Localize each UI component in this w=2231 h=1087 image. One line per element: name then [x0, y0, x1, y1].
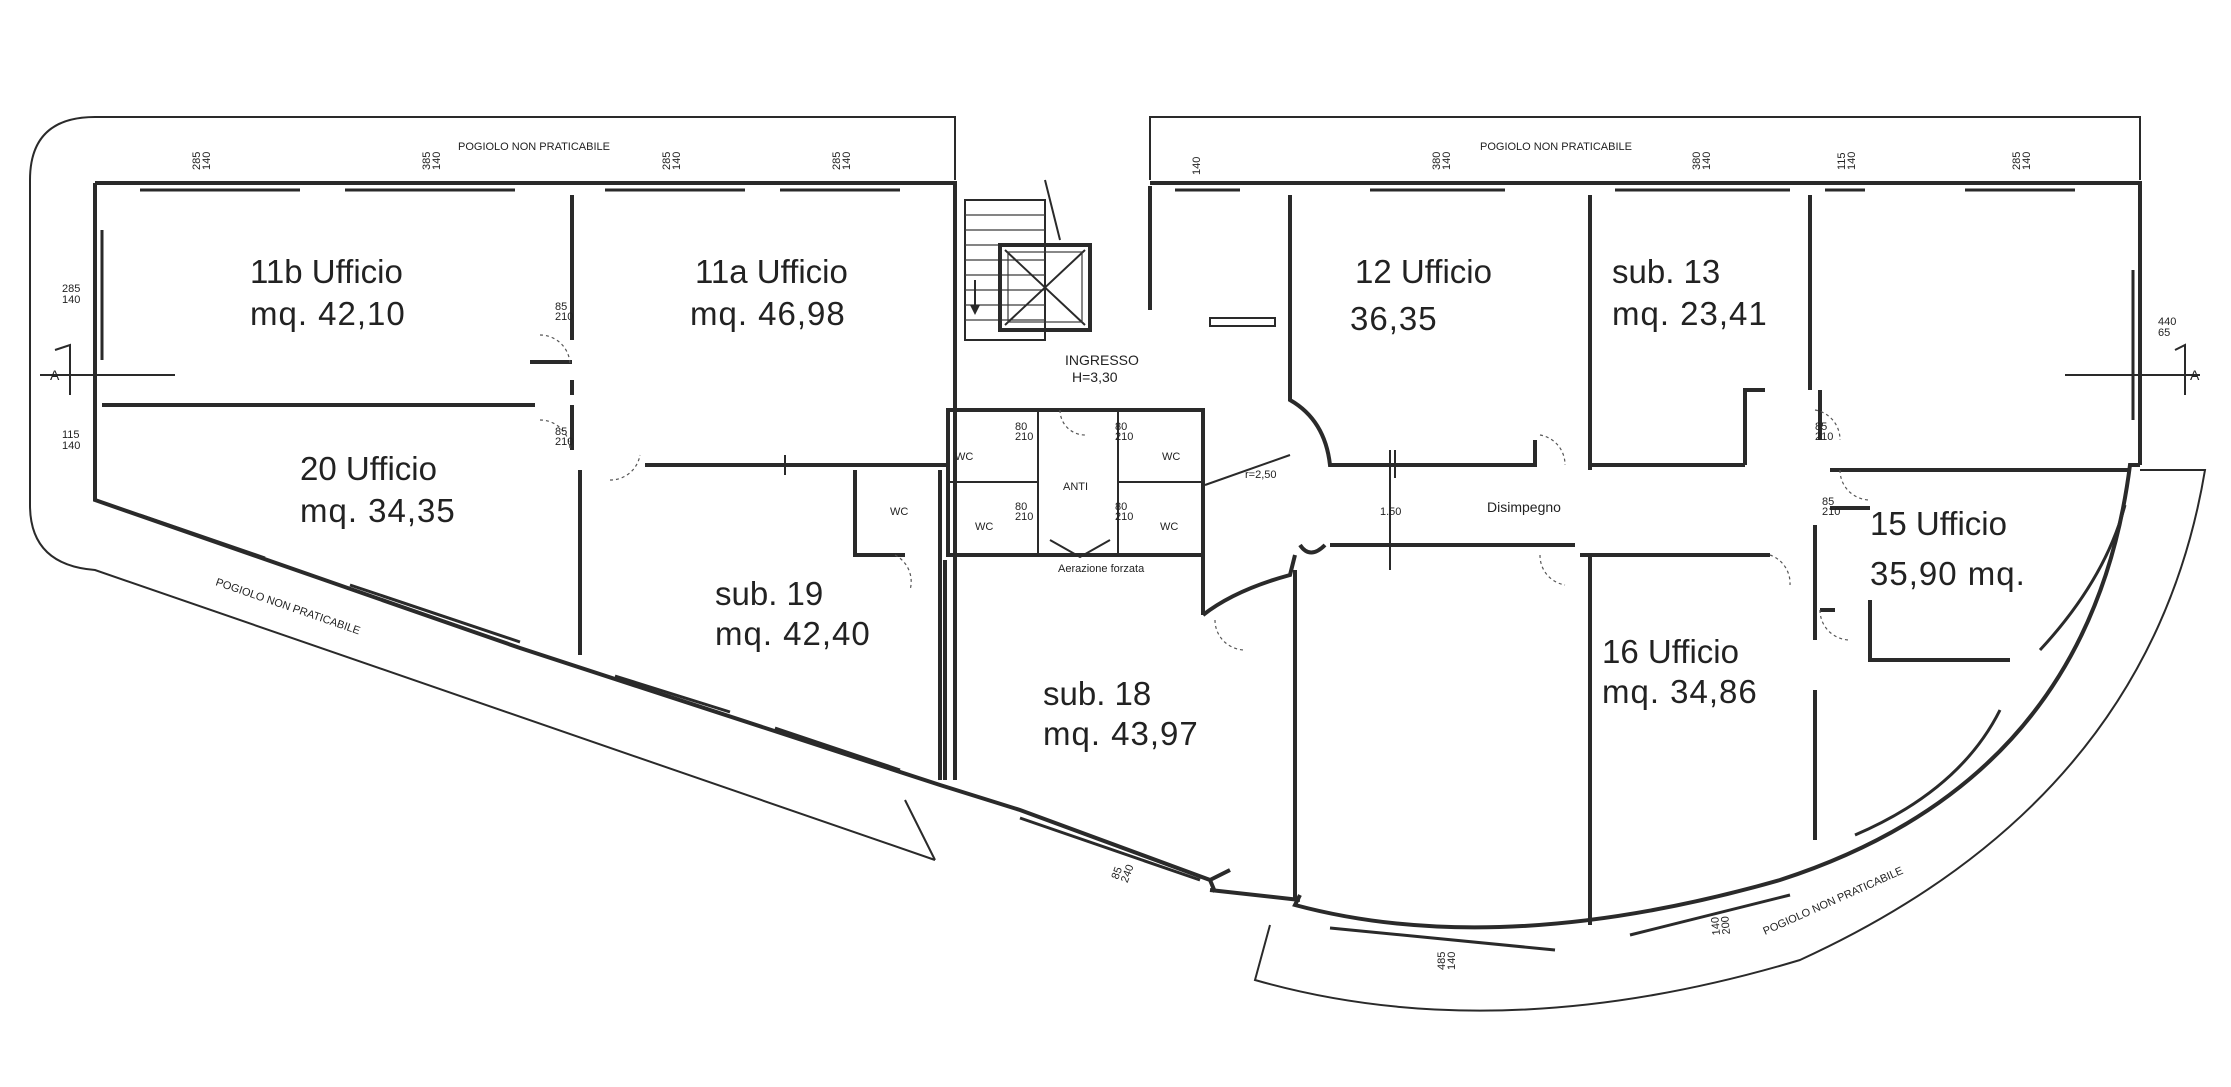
dim-wc-1b: 210	[1015, 431, 1033, 443]
radius-label: r=2,50	[1245, 469, 1277, 481]
room-13-area: mq. 23,41	[1612, 295, 1768, 332]
aerazione-label: Aerazione forzata	[1058, 563, 1145, 575]
dim-top-9b: 140	[2021, 152, 2033, 170]
room-16-name: 16 Ufficio	[1602, 633, 1739, 670]
dim-top-1a: 285	[191, 152, 203, 170]
dim-top-3a: 285	[661, 152, 673, 170]
stair	[964, 179, 1092, 341]
room-18-name: sub. 18	[1043, 675, 1151, 712]
dim-top-6a: 380	[1431, 152, 1443, 170]
room-18-area: mq. 43,97	[1043, 715, 1199, 752]
dim-left-1a: 285	[62, 283, 80, 295]
room-11a-name: 11a Ufficio	[695, 253, 848, 290]
room-19-name: sub. 19	[715, 575, 823, 612]
dim-door-3b: 210	[1815, 431, 1833, 443]
dim-wc-2a: 80	[1115, 421, 1127, 433]
dim-wc-4b: 210	[1115, 511, 1133, 523]
dim-door-4a: 85	[1822, 496, 1834, 508]
room-11b-area: mq. 42,10	[250, 295, 406, 332]
dim-top-7a: 380	[1691, 152, 1703, 170]
dim-door-1b: 210	[555, 311, 573, 323]
section-label-right: A	[2190, 367, 2200, 383]
section-label-left: A	[50, 367, 60, 383]
dim-top-4a: 285	[831, 152, 843, 170]
wc-label-2: WC	[1162, 451, 1180, 463]
dim-top-9a: 285	[2011, 152, 2023, 170]
dim-bottom-1b: 240	[1119, 863, 1137, 884]
dim-wc-2b: 210	[1115, 431, 1133, 443]
dim-door-1a: 85	[555, 301, 567, 313]
wc-label-4: WC	[1160, 521, 1178, 533]
dim-top-2a: 385	[421, 152, 433, 170]
wc-label-5: WC	[890, 506, 908, 518]
dim-top-8a: 115	[1836, 152, 1848, 170]
room-20-area: mq. 34,35	[300, 492, 456, 529]
dim-bottom-3a: 140	[1709, 916, 1723, 935]
room-11b-name: 11b Ufficio	[250, 253, 403, 290]
corridor-width: 1.50	[1380, 506, 1401, 518]
dim-door-4b: 210	[1822, 506, 1840, 518]
dim-left-1b: 140	[62, 294, 80, 306]
height-label: H=3,30	[1072, 369, 1118, 385]
anti-label: ANTI	[1063, 481, 1088, 493]
dim-top-4b: 140	[841, 152, 853, 170]
dim-top-1b: 140	[201, 152, 213, 170]
dim-top-2b: 140	[431, 152, 443, 170]
door-swings	[539, 334, 1871, 651]
service-labels: INGRESSO H=3,30 Disimpegno ANTI WC WC WC…	[890, 352, 1561, 575]
room-19-area: mq. 42,40	[715, 615, 871, 652]
room-15-area: 35,90 mq.	[1870, 555, 2026, 592]
dim-wc-4a: 80	[1115, 501, 1127, 513]
interior-walls	[102, 186, 2130, 925]
room-15-name: 15 Ufficio	[1870, 505, 2007, 542]
balcony-label-bottom-right: POGIOLO NON PRATICABILE	[1761, 865, 1905, 938]
ingresso-label: INGRESSO	[1065, 352, 1139, 368]
dim-top-6b: 140	[1441, 152, 1453, 170]
room-13-name: sub. 13	[1612, 253, 1720, 290]
outer-walls	[93, 181, 2142, 930]
dim-bottom-2a: 485	[1436, 952, 1448, 970]
windows	[100, 188, 2135, 952]
dim-top-8b: 140	[1846, 152, 1858, 170]
wc-label-3: WC	[975, 521, 993, 533]
room-11a-area: mq. 46,98	[690, 295, 846, 332]
dim-top-3b: 140	[671, 152, 683, 170]
balcony-label-top-left: POGIOLO NON PRATICABILE	[458, 141, 610, 153]
dim-door-2a: 85	[555, 426, 567, 438]
room-12-area: 36,35	[1350, 300, 1438, 337]
dim-left-2b: 140	[62, 440, 80, 452]
section-markers: A A	[40, 343, 2200, 395]
dim-bottom-1a: 85	[1110, 865, 1125, 881]
dim-door-3a: 85	[1815, 421, 1827, 433]
dim-right-1a: 440	[2158, 316, 2176, 328]
room-20-name: 20 Ufficio	[300, 450, 437, 487]
dim-wc-3b: 210	[1015, 511, 1033, 523]
dim-bottom-2b: 140	[1446, 952, 1458, 970]
dim-left-2a: 115	[62, 429, 80, 441]
room-labels: 11b Ufficio mq. 42,10 11a Ufficio mq. 46…	[250, 253, 2026, 752]
room-16-area: mq. 34,86	[1602, 673, 1758, 710]
balcony-outlines	[29, 116, 2207, 1012]
dim-wc-1a: 80	[1015, 421, 1027, 433]
wc-label-1: WC	[955, 451, 973, 463]
dim-top-5: 140	[1191, 157, 1203, 175]
dim-bottom-3b: 200	[1719, 916, 1733, 935]
dim-right-1b: 65	[2158, 327, 2170, 339]
corridor-dimension: 1.50 r=2,50	[784, 450, 1401, 570]
dim-wc-3a: 80	[1015, 501, 1027, 513]
dim-door-2b: 210	[555, 436, 573, 448]
disimpegno-label: Disimpegno	[1487, 499, 1561, 515]
room-12-name: 12 Ufficio	[1355, 253, 1492, 290]
dim-top-7b: 140	[1701, 152, 1713, 170]
balcony-label-top-right: POGIOLO NON PRATICABILE	[1480, 141, 1632, 153]
